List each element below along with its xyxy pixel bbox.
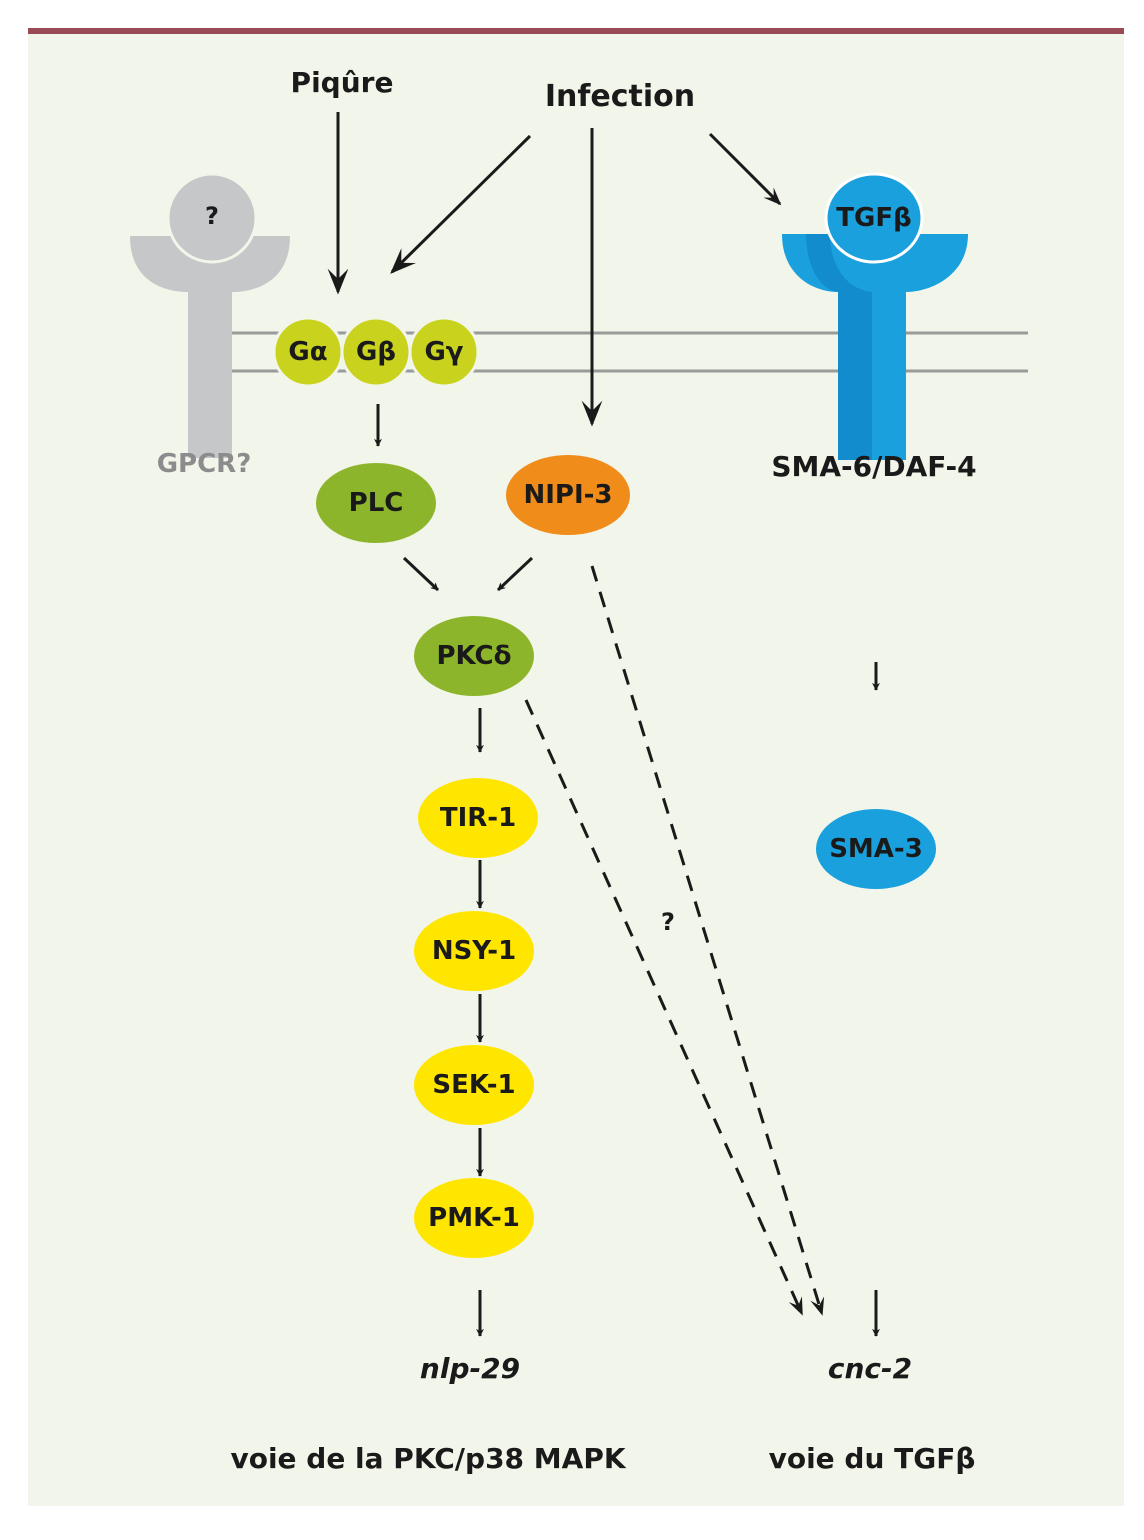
gpcr-ligand-label: ? <box>205 202 219 230</box>
pkcd-label: PKCδ <box>437 641 512 671</box>
arrow-plc-to-pkcd <box>402 556 440 592</box>
sma3-label: SMA-3 <box>829 834 923 864</box>
gpcr-receptor <box>130 172 290 458</box>
top-bar <box>28 28 1124 34</box>
sek1-node <box>414 1045 534 1125</box>
tgfb-receptor-label: SMA-6/DAF-4 <box>771 450 976 483</box>
infection-label: Infection <box>545 79 695 114</box>
arrow-infection-to-tgfb <box>708 132 782 206</box>
plc-label: PLC <box>349 488 404 518</box>
piqure-label: Piqûre <box>291 66 394 99</box>
nipi3-node <box>506 455 630 535</box>
g-alpha-label: Gα <box>288 337 327 367</box>
pkc-p38-pathway-caption: voie de la PKC/p38 MAPK <box>230 1442 626 1475</box>
tir1-node <box>418 778 538 858</box>
nipi3-label: NIPI-3 <box>523 480 612 510</box>
pmk1-node <box>414 1178 534 1258</box>
dashed-arrow-pkcd-to-cnc2-line <box>524 699 804 1316</box>
tgfb-receptor <box>782 172 968 460</box>
sma3-node <box>816 809 936 889</box>
g-beta-label: Gβ <box>356 337 396 367</box>
tgfb-pathway-caption: voie du TGFβ <box>769 1442 976 1475</box>
pmk1-label: PMK-1 <box>428 1203 520 1233</box>
arrow-infection-to-g-protein <box>390 134 532 274</box>
gpcr-label: GPCR? <box>157 449 252 479</box>
nsy1-node <box>414 911 534 991</box>
tir1-label: TIR-1 <box>440 803 516 833</box>
g-gamma-label: Gγ <box>424 337 463 367</box>
cnc2-gene-label: cnc-2 <box>828 1352 912 1385</box>
nlp29-gene-label: nlp-29 <box>420 1352 520 1385</box>
dashed-arrow-nipi3-to-cnc2-line <box>590 565 825 1316</box>
unknown-link-label: ? <box>661 908 675 936</box>
pkcd-node <box>414 616 534 696</box>
arrow-nipi3-to-pkcd <box>496 556 534 592</box>
nsy1-label: NSY-1 <box>432 936 516 966</box>
sek1-label: SEK-1 <box>432 1070 515 1100</box>
plc-node <box>316 463 436 543</box>
g-gamma-node <box>408 316 480 388</box>
tgfb-ligand-label: TGFβ <box>836 203 911 233</box>
